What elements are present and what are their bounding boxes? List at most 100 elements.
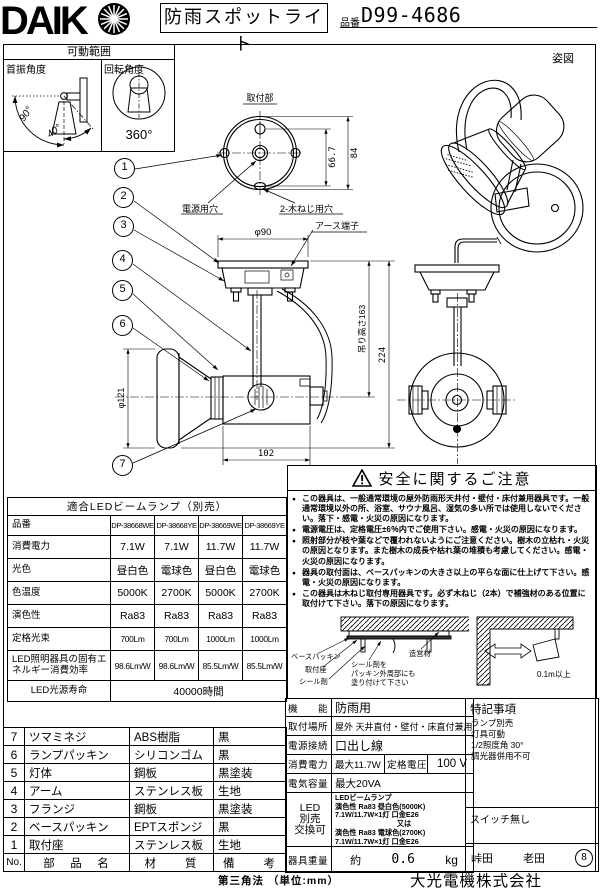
svg-text:2-木ねじ用穴: 2-木ねじ用穴 — [280, 203, 333, 214]
table-row: 5 灯体 鋼板 黒塗装 — [3, 763, 287, 782]
perspective-view — [440, 79, 584, 253]
note-item: 灯具可動 — [471, 729, 506, 739]
svg-text:取付部: 取付部 — [246, 92, 273, 103]
table-row: 1 取付座 ステンレス板 生地 — [3, 835, 287, 854]
svg-text:シール剤: シール剤 — [299, 677, 328, 686]
row-label: LED照明器具の固有エネルギー消費効率 — [7, 650, 111, 681]
svg-text:66.7: 66.7 — [328, 146, 338, 168]
swing-angle-diagram: 90° 40° — [12, 77, 95, 148]
notes-panel: 特記事項 ランプ別売 灯具可動 1/2照度角 30° 調光器併用不可 スイッチ無… — [465, 698, 599, 872]
cell: 電球色 — [242, 558, 287, 582]
cell: 昼白色 — [198, 558, 243, 582]
led-table-title: 適合LEDビームランプ（別売） — [7, 497, 287, 516]
cell: Ra83 — [110, 604, 155, 628]
svg-text:0.1m以上: 0.1m以上 — [537, 670, 571, 679]
svg-text:84: 84 — [350, 148, 360, 159]
dimension-drawing: 取付部 66.7 84 電源用穴 2-木ねじ用穴 φ90 アース端子 φ121 … — [115, 92, 395, 465]
cell: 7.1W — [110, 535, 155, 559]
cell: 85.5Lm/W — [198, 650, 243, 681]
mounting-base-side-view — [217, 260, 333, 424]
cell: 昼白色 — [110, 558, 155, 582]
callout-6: 6 — [112, 315, 133, 336]
cell: Ra83 — [198, 604, 243, 628]
row-label: 演色性 — [7, 604, 111, 628]
svg-text:φ90: φ90 — [255, 227, 272, 238]
safety-title-row: 安全に関するご注意 — [288, 466, 596, 491]
swing-angle-label: 首振角度 — [6, 65, 46, 76]
table-row: 7 ツマミネジ ABS樹脂 黒 — [3, 727, 287, 746]
spec-label: 器具重量 — [285, 846, 332, 874]
row-label: 品番 — [7, 515, 111, 536]
svg-text:φ121: φ121 — [116, 388, 126, 409]
cell: DP-38669WE — [198, 515, 243, 536]
callout-2: 2 — [113, 187, 134, 208]
rotation-angle-diagram: 360° — [112, 66, 166, 142]
callout-1: 1 — [114, 158, 135, 179]
led-lamp-table: 適合LEDビームランプ（別売） 品番 DP-38668WE DP-38668YE… — [7, 497, 287, 702]
note-item: 調光器併用不可 — [471, 751, 531, 761]
safety-bullet-list: この器具は、一般通常環境の屋外防雨形天井付・壁付・床付兼用器具です。一般通常環境… — [292, 494, 593, 609]
header-rule — [340, 27, 597, 28]
svg-text:224: 224 — [378, 347, 388, 363]
svg-text:アース端子: アース端子 — [315, 220, 359, 231]
svg-text:40°: 40° — [45, 122, 64, 140]
cell: 700Lm — [154, 627, 199, 651]
svg-text:パッキン外周部にも: パッキン外周部にも — [351, 669, 415, 678]
table-row: 2 ベースパッキン EPTスポンジ 黒 — [3, 817, 287, 836]
callout-3: 3 — [113, 216, 134, 237]
part-number: D99-4686 — [361, 3, 462, 27]
cell: DP-38668YE — [154, 515, 199, 536]
cell: 2700K — [242, 581, 287, 605]
projection-note: 第三角法 （単位:mm） — [218, 875, 340, 887]
appearance-drawing — [397, 79, 584, 464]
switch-note: スイッチ無し — [466, 807, 598, 847]
dimension-lines — [123, 116, 395, 465]
spec-value: 口出し線 — [330, 735, 475, 755]
sheet-number-badge: 8 — [575, 848, 593, 867]
cell: Ra83 — [154, 604, 199, 628]
cell: 電球色 — [154, 558, 199, 582]
spec-label: 消費電力 — [285, 754, 332, 774]
spec-table: 機 能 防雨用 取付場所 屋外 天井直付・壁付・床直付兼用 電源接続 口出し線 … — [285, 698, 475, 874]
callout-4: 4 — [112, 250, 133, 271]
row-label: 光色 — [7, 558, 111, 582]
spec-label: 電気容量 — [285, 773, 332, 793]
svg-text:DAIK: DAIK — [2, 1, 89, 41]
warning-icon — [352, 469, 373, 487]
part-number-label: 品番 — [340, 18, 360, 29]
approver-1: 峠田 — [471, 852, 493, 865]
svg-text:ベースパッキン: ベースパッキン — [291, 652, 341, 661]
parts-table: 7 ツマミネジ ABS樹脂 黒 6 ランプパッキン シリコンゴム 黒 5 灯体 … — [3, 727, 287, 872]
svg-text:シール剤を: シール剤を — [351, 660, 387, 669]
svg-text:造営材: 造営材 — [409, 649, 431, 658]
svg-text:塗り付けて下さい: 塗り付けて下さい — [351, 678, 409, 687]
safety-title: 安全に関するご注意 — [378, 470, 532, 488]
movable-range-panel: 可動範囲 首振角度 90° — [3, 44, 175, 152]
approver-2: 老田 — [523, 852, 545, 865]
appearance-label: 姿図 — [552, 53, 574, 65]
spec-value: 最大20VA — [330, 773, 475, 793]
svg-text:102: 102 — [258, 449, 274, 459]
movable-range-title: 可動範囲 — [4, 45, 174, 60]
company-name: 大光電機株式会社 — [410, 873, 543, 888]
safety-bullet: 電源電圧は、定格電圧±6％内でご使用下さい。感電・火災の原因になります。 — [292, 525, 593, 536]
note-item: ランプ別売 — [471, 718, 514, 728]
safety-bullet: この器具は、一般通常環境の屋外防雨形天井付・壁付・床付兼用器具です。一般通常環境… — [292, 494, 593, 524]
row-label: 消費電力 — [7, 535, 111, 559]
row-label: 定格光束 — [7, 627, 111, 651]
notes-items: ランプ別売 灯具可動 1/2照度角 30° 調光器併用不可 — [466, 718, 598, 762]
table-row: 6 ランプパッキン シリコンゴム 黒 — [3, 745, 287, 764]
row-label: LED光源寿命 — [7, 680, 111, 702]
spec-label: 機 能 — [285, 698, 332, 717]
cell: 98.6Lm/W — [154, 650, 199, 681]
row-label: 色温度 — [7, 581, 111, 605]
svg-text:取付座: 取付座 — [305, 665, 327, 674]
daiko-logo-icon: DAIK — [2, 1, 130, 41]
clearance-diagram: 0.1m以上 — [476, 616, 574, 686]
cell: 98.6Lm/W — [110, 650, 155, 681]
svg-text:電源用穴: 電源用穴 — [182, 203, 218, 214]
approver-row: 峠田 老田 8 — [466, 843, 598, 871]
swing-angle-cell: 首振角度 90° 40° — [4, 60, 102, 151]
